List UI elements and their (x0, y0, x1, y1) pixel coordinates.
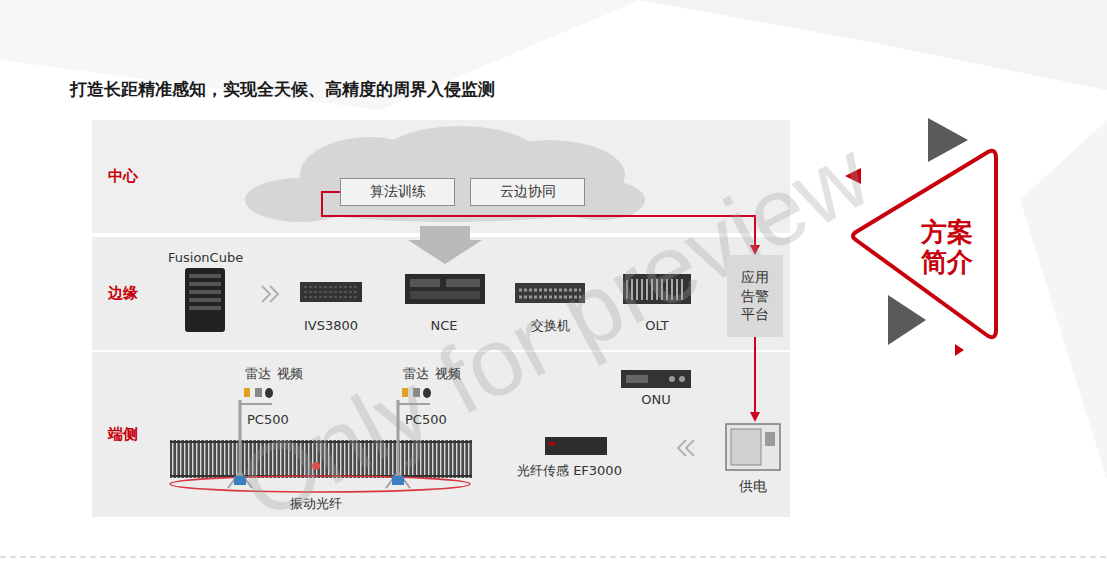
chevron-symbol (678, 440, 694, 456)
process-box: 算法训练 (340, 178, 455, 206)
platform-box: 应用 告警 平台 (727, 255, 783, 337)
decor-triangle (888, 295, 926, 345)
device-label: 振动光纤 (290, 496, 342, 512)
tier-label: 端侧 (108, 425, 138, 444)
device-label: FusionCube (168, 250, 243, 266)
connector-line (754, 337, 756, 414)
process-box: 云边协同 (470, 178, 585, 206)
device-label: PC500 (405, 412, 447, 428)
backdrop-facet (640, 0, 1107, 90)
power-cabinet: 供电 (716, 422, 790, 502)
backdrop-facet (1020, 120, 1107, 480)
device-label: 视频 (435, 366, 461, 382)
cabinet-panel (765, 432, 775, 446)
power-cabinet-icon (716, 422, 790, 474)
platform-label: 应用 告警 平台 (740, 268, 771, 325)
cabinet-body (726, 424, 780, 470)
device-label: 雷达 (403, 366, 429, 382)
box-label: 云边协同 (500, 183, 556, 201)
fiber-sensor-device-icon (545, 437, 607, 455)
onu-device-icon (621, 370, 691, 388)
device-label: 视频 (277, 366, 303, 382)
device-label: 光纤传感 EF3000 (517, 463, 622, 479)
device-label: IVS3800 (304, 318, 358, 334)
cloud-shape (245, 126, 645, 222)
tier-label: 边缘 (108, 284, 138, 303)
cabinet-door (731, 429, 761, 465)
device-label: 雷达 (245, 366, 271, 382)
dashed-rule (0, 557, 1107, 558)
decor-triangle (955, 344, 964, 356)
chevron-symbol (262, 286, 278, 302)
device-label: PC500 (247, 412, 289, 428)
badge-outline (853, 151, 996, 337)
tier-band: 中心算法训练 云边协同 (92, 120, 790, 233)
backdrop-facet (0, 0, 640, 110)
connector-arrow (750, 337, 760, 422)
decor-triangle (928, 118, 968, 162)
server-rack-icon (185, 268, 225, 332)
controller-device-icon (405, 274, 485, 304)
section-badge: 方案 简介 (840, 140, 1005, 350)
arrow-head (750, 412, 760, 422)
downlink-arrow (408, 226, 482, 264)
device-label: ONU (641, 392, 670, 408)
box-label: 算法训练 (370, 183, 426, 201)
badge-label: 方案 简介 (918, 218, 975, 278)
device-label: OLT (645, 318, 669, 334)
device-label: 供电 (716, 478, 790, 496)
tier-label: 中心 (108, 167, 138, 186)
page-title: 打造长距精准感知，实现全天候、高精度的周界入侵监测 (70, 78, 495, 101)
storage-device-icon (300, 282, 362, 302)
device-label: NCE (430, 318, 457, 334)
device-label: 交换机 (531, 318, 570, 334)
